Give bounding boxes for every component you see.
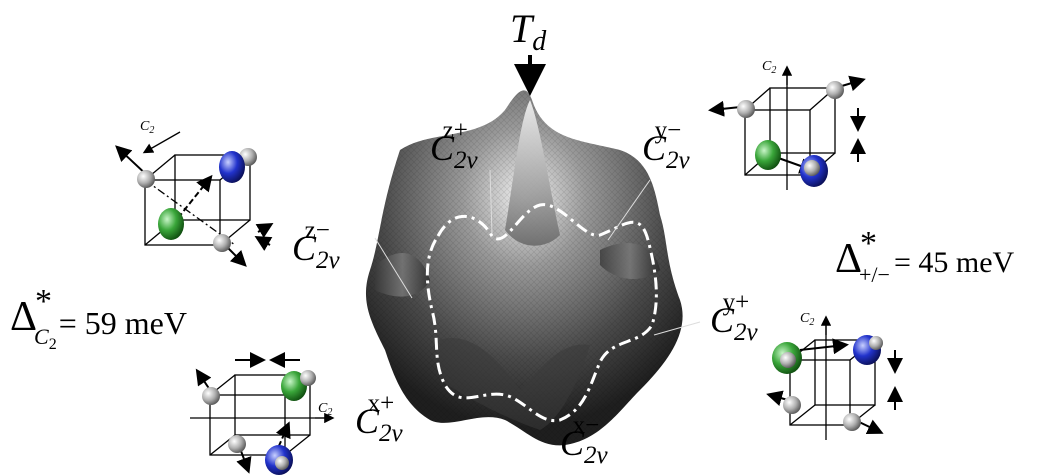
potential-energy-surface <box>365 55 701 446</box>
displacement-arrow <box>255 222 274 238</box>
cube-front-face <box>744 109 811 176</box>
green-atom <box>755 140 781 170</box>
displacement-arrow <box>254 235 273 251</box>
c2-axis-label: C2 <box>318 401 332 418</box>
grey-atom <box>300 370 316 386</box>
side-lobe-right <box>600 242 660 280</box>
displacement-arrow <box>799 338 849 355</box>
grey-atom <box>213 234 231 252</box>
c2v-x-plus-label: C2vx+ <box>355 390 404 447</box>
c2v-z-plus-label: C2vz+ <box>430 117 479 174</box>
grey-atom <box>202 387 220 405</box>
front-valley <box>440 338 590 430</box>
side-lobe-left <box>375 253 430 297</box>
grey-atom <box>275 456 289 470</box>
c2v-z-minus-label: C2vz− <box>292 217 341 274</box>
surface-tick-y-minus <box>607 179 651 241</box>
surface-tick-y-plus <box>653 321 701 336</box>
td-label: Td <box>510 6 547 57</box>
grey-atom <box>137 170 155 188</box>
c2-axis-label: C2 <box>762 59 776 76</box>
cube-front-face <box>789 359 851 426</box>
displacement-arrow <box>177 174 213 219</box>
c2-axis-label: C2 <box>140 119 154 136</box>
c2v-y-plus-label: C2vy+ <box>710 289 759 346</box>
grey-atom <box>869 336 883 350</box>
c2v-x-minus-label: C2vx− <box>560 412 609 469</box>
barrier-pm-label: Δ*+/−= 45 meV <box>835 225 1015 287</box>
cube-back-face <box>769 87 836 154</box>
grey-atom <box>826 81 844 99</box>
cube-edge <box>789 404 816 426</box>
c2-axis-label: C2 <box>800 311 814 328</box>
green-atom <box>158 208 184 240</box>
c2-direction-arrow <box>142 131 181 154</box>
barrier-c2-label: Δ*C2= 59 meV <box>10 283 187 353</box>
central-peak <box>505 100 560 246</box>
cube-front-face <box>144 179 221 246</box>
minimum-energy-path <box>425 203 658 423</box>
grey-atom <box>843 413 861 431</box>
grey-atom <box>780 352 796 368</box>
grey-atom <box>804 160 820 176</box>
grey-atom <box>783 396 801 414</box>
grey-atom <box>228 435 246 453</box>
surface-tick-z-minus <box>374 237 413 299</box>
surface-tick-z-plus <box>489 169 493 235</box>
c2v-y-minus-label: C2vy− <box>642 117 691 174</box>
cube-diagram-upper-right <box>708 65 866 190</box>
cube-back-face <box>174 154 251 221</box>
c2-axis-line <box>144 179 236 246</box>
blue-atom <box>219 151 245 183</box>
cube-back-face <box>234 374 311 436</box>
grey-atom <box>737 100 755 118</box>
